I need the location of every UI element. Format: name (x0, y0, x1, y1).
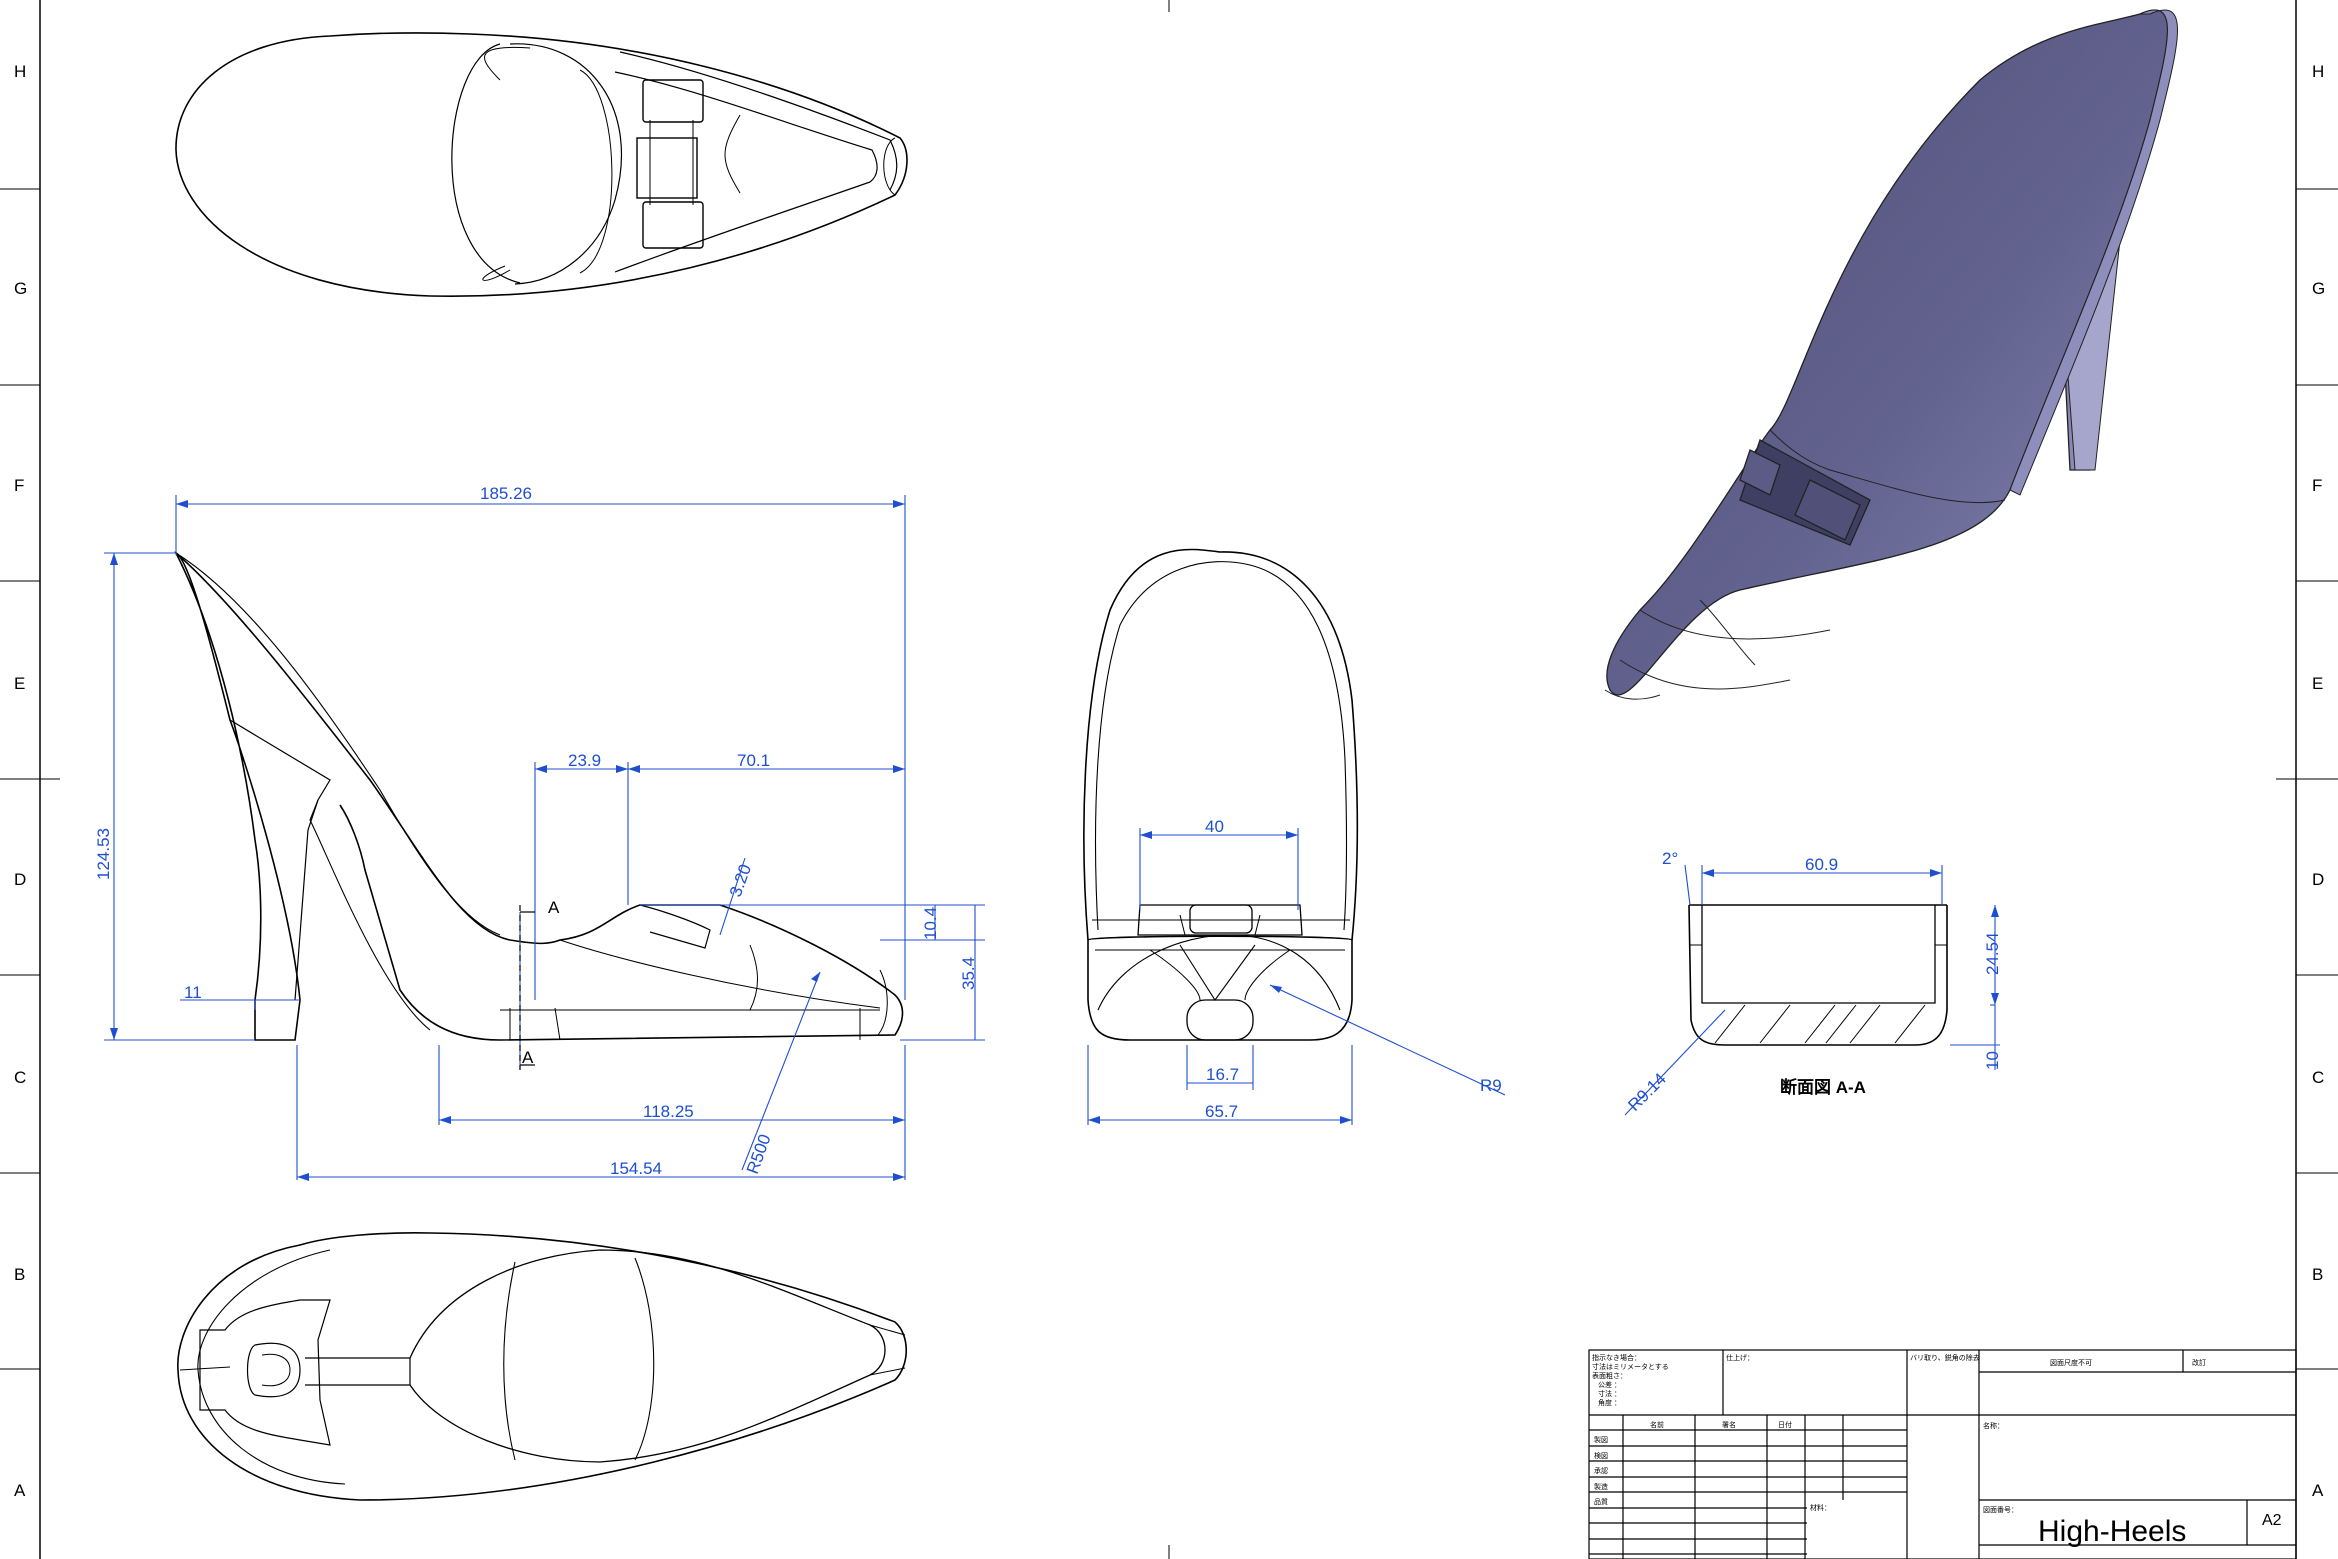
dimension-texts: 185.26 124.53 23.9 70.1 3.20 10.4 35.4 1… (94, 484, 2002, 1178)
cut-mark-bottom: A (522, 1048, 534, 1067)
column-header: 名前 (1650, 1420, 1664, 1429)
section-a-a (1688, 904, 1948, 1046)
note-line: 寸法はミリメータとする (1592, 1362, 1669, 1371)
zone-letter: D (2312, 870, 2324, 889)
zone-letter: F (14, 476, 24, 495)
zone-letter: A (14, 1481, 26, 1500)
dim-bow-width: 40 (1205, 817, 1224, 836)
zone-letter: B (14, 1265, 25, 1284)
front-view (1083, 548, 1359, 1041)
dim-height: 124.53 (94, 828, 113, 880)
dim-overall-width: 65.7 (1205, 1102, 1238, 1121)
top-view (175, 32, 908, 298)
dimension-lines (104, 495, 2000, 1180)
dim-floor: 10 (1983, 1051, 2002, 1070)
cut-mark-top: A (548, 898, 560, 917)
dim-sole-length: 118.25 (643, 1102, 694, 1121)
title-block-texts: 指示なき場合： 寸法はミリメータとする 表面粗さ： 公差 ： 寸法 ： 角度 ：… (1592, 1353, 2282, 1548)
dim-front-radius: R9 (1480, 1076, 1502, 1095)
zone-letter: A (2312, 1481, 2324, 1500)
zone-letters-left: H G F E D C B A (14, 62, 27, 1500)
drawing-title: High-Heels (2038, 1515, 2186, 1548)
zone-letter: H (14, 62, 26, 81)
note-line: 指示なき場合： (1592, 1353, 1641, 1362)
dim-inner-width: 60.9 (1805, 855, 1838, 874)
row-label: 承認 (1594, 1466, 1608, 1475)
cut-line (519, 905, 535, 1070)
column-header: 日付 (1778, 1420, 1792, 1429)
isometric-view (1604, 9, 2178, 700)
finish-label: 仕上げ： (1726, 1353, 1754, 1362)
zone-letter: E (14, 674, 25, 693)
note-line: 寸法 ： (1598, 1389, 1621, 1398)
row-label: 品質 (1594, 1497, 1608, 1506)
name-label: 名称： (1983, 1421, 2004, 1430)
drawing-no-label: 図面番号： (1983, 1506, 2018, 1514)
row-label: 製図 (1594, 1435, 1608, 1444)
bottom-view (177, 1232, 907, 1501)
dim-overall-length: 185.26 (480, 484, 532, 503)
dim-draft-angle: 2° (1662, 849, 1678, 868)
zone-letter: F (2312, 476, 2322, 495)
zone-letter: D (14, 870, 26, 889)
deburr-label: バリ取り、鋭角の除去 (1910, 1353, 1980, 1362)
dim-bow-angle: 3.20 (726, 862, 755, 900)
sheet-size: A2 (2262, 1512, 2282, 1529)
dim-bow-to-toe: 70.1 (737, 751, 770, 770)
zone-letter: G (14, 279, 27, 298)
side-view (174, 551, 904, 1041)
zone-letters-right: H G F E D C B A (2312, 62, 2325, 1500)
zone-letter: G (2312, 279, 2325, 298)
column-header: 署名 (1722, 1420, 1736, 1429)
dim-heel-width: 16.7 (1206, 1065, 1239, 1084)
row-label: 製造 (1594, 1482, 1608, 1491)
section-label: 断面図 A-A (1780, 1077, 1866, 1097)
zone-letter: C (2312, 1068, 2324, 1087)
note-line: 公差 ： (1598, 1380, 1621, 1389)
section-hatching (1714, 1004, 1926, 1044)
no-scale-label: 図面尺度不可 (2050, 1358, 2092, 1367)
dim-heel-tip: 11 (184, 983, 202, 1002)
dim-toe-cap: 23.9 (568, 751, 601, 770)
note-line: 角度 ： (1598, 1398, 1621, 1407)
dim-section-radius: R9.14 (1624, 1069, 1670, 1115)
row-label: 検図 (1594, 1451, 1608, 1460)
dim-bow-height: 10.4 (921, 907, 940, 940)
dim-depth: 24.54 (1983, 932, 2002, 975)
zone-letter: H (2312, 62, 2324, 81)
material-label: 材料： (1810, 1503, 1831, 1512)
revision-label: 改訂 (2192, 1358, 2206, 1367)
title-block (1588, 1349, 2297, 1559)
zone-letter: E (2312, 674, 2323, 693)
zone-letter: C (14, 1068, 26, 1087)
dim-radius: R500 (743, 1132, 775, 1177)
note-line: 表面粗さ： (1592, 1371, 1627, 1380)
dim-heel-to-toe: 154.54 (610, 1159, 662, 1178)
zone-letter: B (2312, 1265, 2323, 1284)
dim-sole-height: 35.4 (959, 957, 978, 990)
dimension-arrows (110, 500, 1999, 1181)
